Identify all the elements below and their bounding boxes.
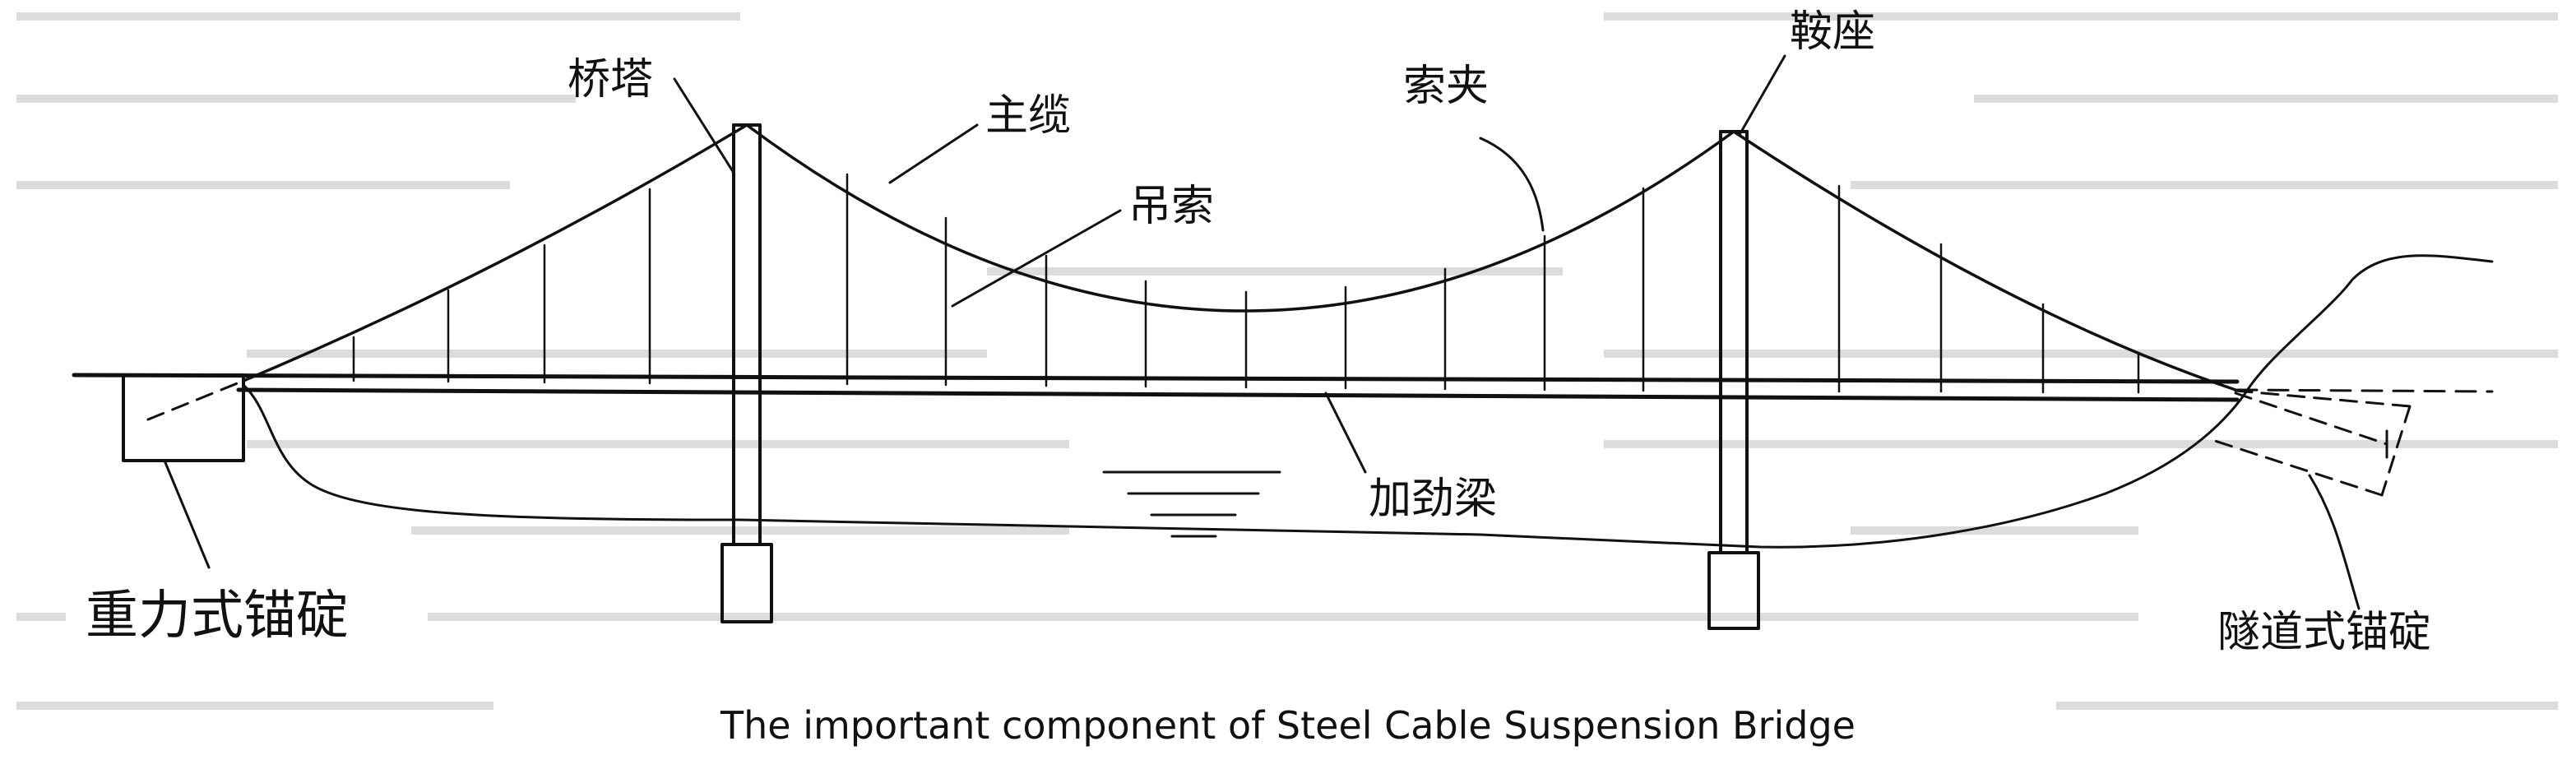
gravity-anchorage-dashed-cable	[146, 379, 245, 421]
water-surface-symbol	[1102, 470, 1281, 538]
stiffening-girder	[72, 373, 2494, 402]
label-gravity-anchorage: 重力式锚碇	[86, 586, 349, 646]
label-cable-clamp: 索夹	[1403, 62, 1489, 111]
label-tunnel-anchorage: 隧道式锚碇	[2217, 608, 2431, 657]
label-main-cable: 主缆	[985, 91, 1071, 141]
label-saddle: 鞍座	[1790, 7, 1875, 57]
left-tower	[720, 123, 773, 623]
leader-main-cable	[888, 123, 979, 184]
leader-lines	[163, 54, 2361, 610]
leader-cable-clamp	[1479, 137, 1545, 232]
main-cable	[242, 123, 2237, 392]
right-tower	[1707, 130, 1760, 630]
leader-stiffening-girder	[1324, 392, 1367, 474]
hangers	[352, 173, 2140, 394]
show-through-background	[16, 12, 2558, 710]
label-tower: 桥塔	[568, 55, 653, 104]
ground-profile	[242, 254, 2494, 549]
leader-hanger	[951, 209, 1122, 308]
leader-gravity-anchorage	[163, 459, 211, 569]
leader-saddle	[1739, 54, 1786, 135]
label-stiffening-girder: 加劲梁	[1369, 475, 1497, 524]
gravity-anchorage-block	[122, 373, 245, 462]
leader-tower	[673, 77, 735, 174]
label-hanger: 吊索	[1128, 182, 1214, 231]
leader-tunnel-anchorage	[2308, 474, 2361, 610]
figure-caption: The important component of Steel Cable S…	[720, 703, 1856, 748]
tunnel-anchorage-wedge	[2211, 389, 2412, 497]
